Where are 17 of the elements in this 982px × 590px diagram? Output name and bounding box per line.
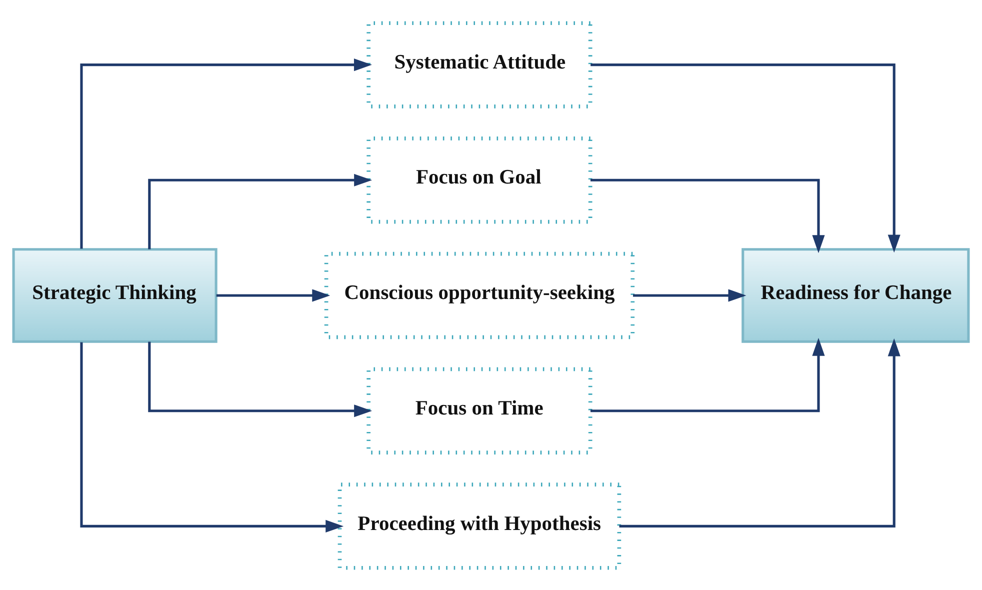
arrow xyxy=(80,342,344,532)
node-box: Proceeding with Hypothesis xyxy=(338,482,622,570)
arrow xyxy=(216,288,330,302)
node-box: Focus on Time xyxy=(366,366,592,454)
arrow xyxy=(590,337,825,412)
arrow xyxy=(590,178,825,253)
arrow xyxy=(148,173,372,249)
node-box: Conscious opportunity-seeking xyxy=(324,251,635,339)
node-box: Strategic Thinking xyxy=(12,248,218,342)
arrow xyxy=(590,63,900,252)
arrow xyxy=(619,338,900,527)
arrow xyxy=(633,288,746,302)
arrow xyxy=(80,58,372,248)
node-box: Focus on Goal xyxy=(366,136,592,224)
node-box: Systematic Attitude xyxy=(366,20,592,108)
arrow xyxy=(148,341,372,417)
node-box: Readiness for Change xyxy=(742,248,970,342)
